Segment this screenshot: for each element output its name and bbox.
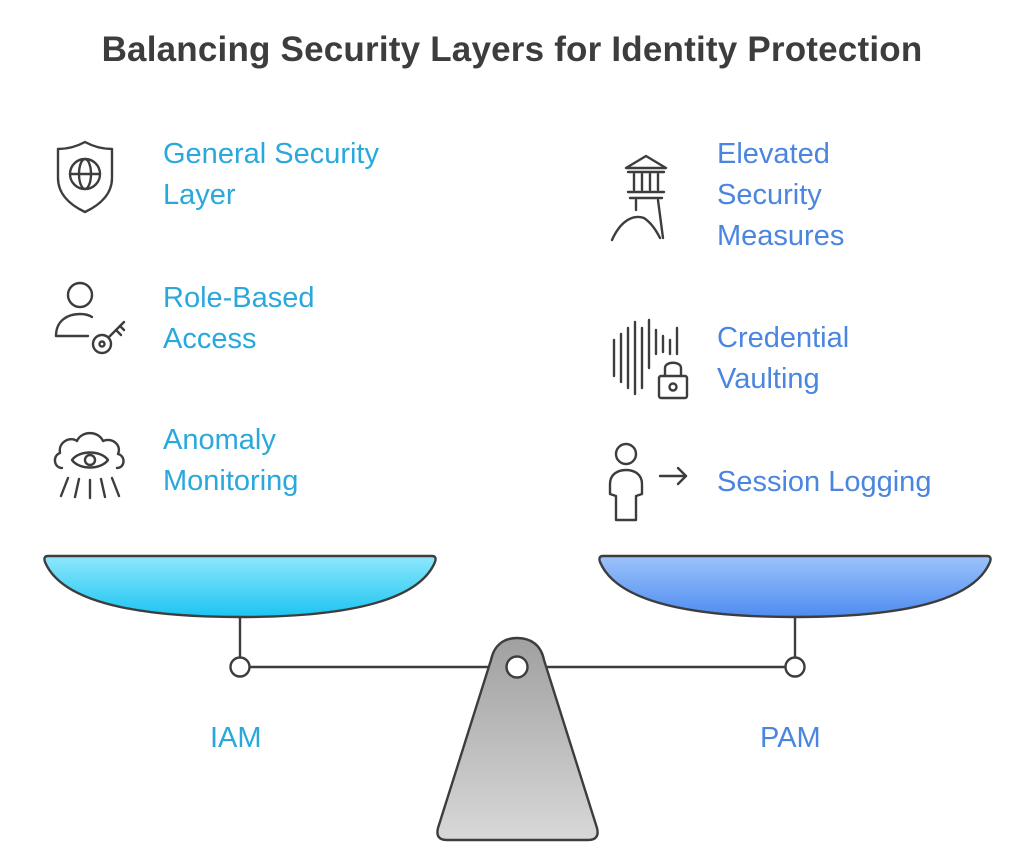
fulcrum-pivot <box>505 655 529 679</box>
cloud-eye-icon <box>53 431 125 500</box>
item-label-anomaly-monitoring: Anomaly Monitoring <box>163 424 299 497</box>
lighthouse-icon <box>610 154 668 242</box>
item-label-elevated-security-measures: Elevated Security Measures <box>717 138 845 252</box>
fulcrum <box>436 636 599 842</box>
user-key-icon <box>54 281 126 355</box>
shield-globe-icon <box>56 140 114 214</box>
pam-label: PAM <box>760 722 821 754</box>
item-label-role-based-access: Role-Based Access <box>163 282 315 355</box>
item-label-credential-vaulting: Credential Vaulting <box>717 322 850 395</box>
user-arrow-icon <box>608 442 688 522</box>
left-pan <box>43 554 437 619</box>
soundwave-lock-icon <box>612 318 689 400</box>
item-label-session-logging: Session Logging <box>717 466 932 498</box>
iam-label: IAM <box>210 722 262 754</box>
left-pivot <box>229 656 251 678</box>
item-label-general-security-layer: General Security Layer <box>163 138 379 211</box>
right-pivot <box>784 656 806 678</box>
page-title: Balancing Security Layers for Identity P… <box>101 30 923 69</box>
right-pan <box>598 554 992 619</box>
